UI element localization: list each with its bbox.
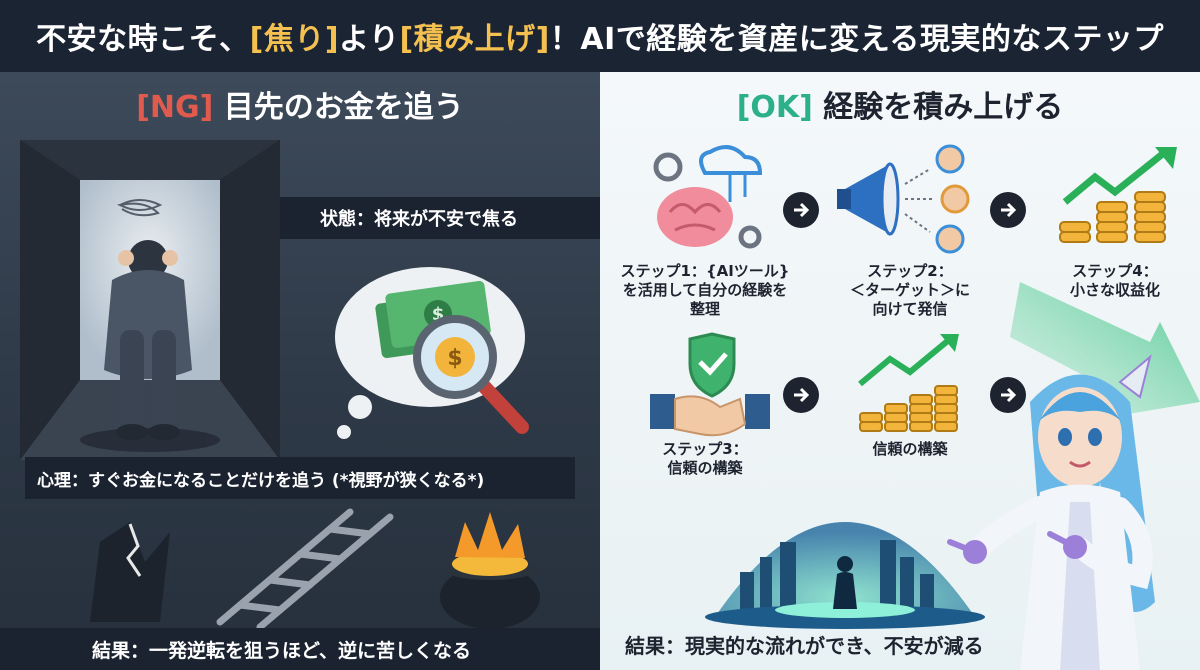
growth-arrow-background xyxy=(1010,282,1200,417)
ng-result-label: 結果：一発逆転を狙うほど、逆に苦しくなる xyxy=(0,628,600,670)
step-4-line-2: 小さな収益化 xyxy=(1069,280,1160,299)
ng-state-label: 状態：将来が不安で焦る xyxy=(280,197,600,239)
step-1-line-2: を活用して自分の経験を xyxy=(622,280,788,299)
ok-title-text: 経験を積み上げる xyxy=(812,90,1064,125)
ng-title-text: 目先のお金を追う xyxy=(213,90,464,125)
step-3-label: ステップ3： 信頼の構築 xyxy=(620,440,790,478)
coins-growth-icon xyxy=(1059,147,1177,243)
ok-tag: [OK] xyxy=(736,90,813,125)
step-2-line-3: 向けて発信 xyxy=(872,299,948,318)
step-2-line-1: ステップ2： xyxy=(867,262,953,280)
title-part-2: より xyxy=(339,22,400,57)
title-part-3: ！AIで経験を資産に変える現実的なステップ xyxy=(549,22,1164,57)
ok-panel: [OK] 経験を積み上げる xyxy=(600,72,1200,670)
coins-chart-icon xyxy=(858,334,959,432)
step-2-label: ステップ2： ＜ターゲット＞に 向けて発信 xyxy=(830,262,990,318)
ng-panel-title: [NG] 目先のお金を追う xyxy=(0,82,600,126)
title-part-1: 不安な時こそ、 xyxy=(36,22,250,57)
arrow-right-icon xyxy=(990,192,1026,228)
step-3-line-2: 信頼の構築 xyxy=(667,458,743,477)
step-4-line-1: ステップ4： xyxy=(1072,262,1158,280)
step-1-line-1: ステップ1：{AIツール} xyxy=(620,262,790,280)
ok-panel-title: [OK] 経験を積み上げる xyxy=(600,82,1200,126)
title-highlight-impatience: [焦り] xyxy=(249,22,340,57)
guide-character-illustration xyxy=(947,354,1155,670)
money-thought-bubble-icon: $ $ xyxy=(335,267,529,439)
handshake-shield-icon xyxy=(650,332,770,437)
ng-tag: [NG] xyxy=(136,90,214,125)
ng-panel: [NG] 目先のお金を追う 状態：将来が不安で焦る xyxy=(0,72,600,670)
title-highlight-accumulate: [積み上げ] xyxy=(399,22,550,57)
step-4-label: ステップ4： 小さな収益化 xyxy=(1040,262,1190,300)
page-title: 不安な時こそ、 [焦り] より [積み上げ] ！AIで経験を資産に変える現実的な… xyxy=(0,0,1200,72)
step-3-line-1: ステップ3： xyxy=(662,440,748,458)
step-3-caption: 信頼の構築 xyxy=(872,440,948,458)
broken-path-illustration xyxy=(90,508,540,631)
arrow-right-icon xyxy=(990,377,1026,413)
step-1-line-3: 整理 xyxy=(689,299,720,318)
step-1-label: ステップ1：{AIツール} を活用して自分の経験を 整理 xyxy=(615,262,795,318)
megaphone-icon xyxy=(837,144,970,254)
ng-psychology-label: 心理：すぐお金になることだけを追う (*視野が狭くなる*) xyxy=(25,457,575,499)
ok-result-label: 結果：現実的な流れができ、不安が減る xyxy=(625,634,984,658)
step-2-line-2: ＜ターゲット＞に xyxy=(849,280,970,299)
anxious-person-illustration xyxy=(20,140,280,460)
brain-gear-icon xyxy=(653,145,763,249)
arrow-right-icon xyxy=(783,377,819,413)
svg-text:$: $ xyxy=(447,346,462,371)
arrow-right-icon xyxy=(783,192,819,228)
city-dome-illustration xyxy=(705,522,985,629)
